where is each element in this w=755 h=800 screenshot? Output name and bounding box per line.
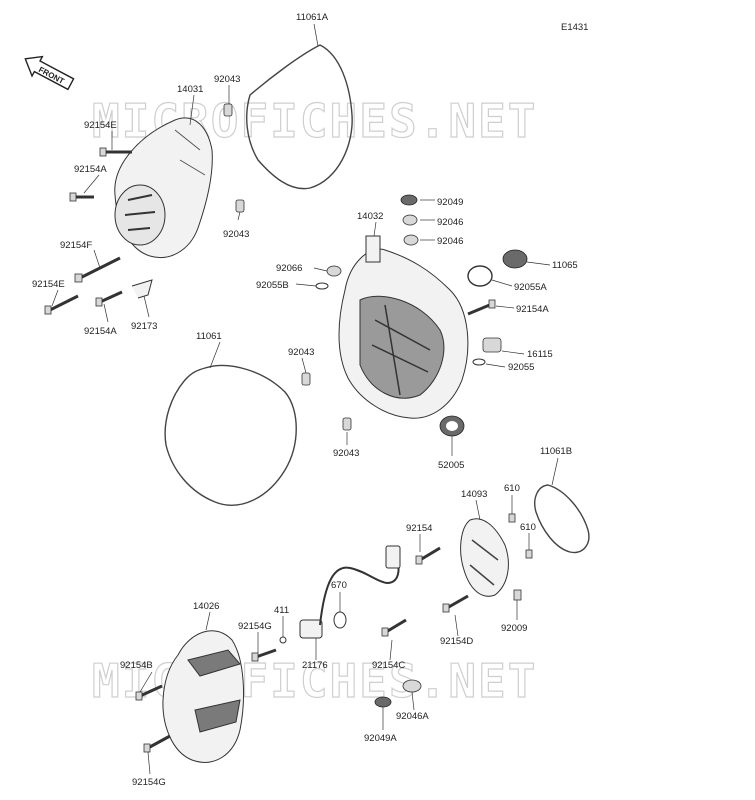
bolt-92154C [381,618,407,637]
bolt-92154A-low [95,290,123,307]
plug-92046-b [403,234,419,246]
cap-11065 [502,249,528,269]
pin-610-b [525,549,533,559]
label-92154A-right: 92154A [516,304,549,315]
label-92154C: 92154C [372,660,405,671]
cover-14032 [338,235,469,419]
label-670: 670 [331,580,347,591]
sensor-21176 [299,545,401,639]
label-11061: 11061 [196,331,222,342]
label-92009: 92009 [501,623,527,634]
plug-92049 [400,194,418,206]
label-92055B: 92055B [256,280,289,291]
pin-92043-b [235,199,245,213]
pin-610-a [508,513,516,523]
label-92154A-left: 92154A [74,164,107,175]
bolt-92154 [415,546,441,565]
seal-52005 [439,415,465,437]
label-92046-a: 92046 [437,217,463,228]
label-16115: 16115 [527,349,553,360]
label-92173: 92173 [131,321,157,332]
bolt-92154G-top [251,648,277,662]
label-92043-b: 92043 [223,229,249,240]
cover-14031 [114,117,213,258]
gasket-11061 [164,364,297,506]
plug-92046A [402,679,422,693]
label-411: 411 [274,605,289,616]
label-11065: 11065 [552,260,578,271]
label-14093: 14093 [461,489,487,500]
gasket-11061B [534,484,590,554]
label-92154B: 92154B [120,660,153,671]
gasket-11061A [246,44,353,190]
label-92154D: 92154D [440,636,473,647]
leader-lines [51,23,559,775]
label-92046-b: 92046 [437,236,463,247]
label-14026: 14026 [193,601,219,612]
label-11061B: 11061B [540,446,572,457]
label-11061A: 11061A [296,12,329,23]
guard-14026 [162,630,245,763]
pin-92043-a [223,103,233,117]
plug-16115 [482,337,502,353]
cover-14093 [460,518,509,597]
oring-92055A [467,265,493,287]
label-92043-d: 92043 [333,448,359,459]
pin-92043-c [301,372,311,386]
label-610-a: 610 [504,483,520,494]
plug-92046-a [402,214,418,226]
oring-670 [333,611,347,629]
label-92043-a: 92043 [214,74,240,85]
label-92154E-top: 92154E [84,120,117,131]
bolt-92154A-right [467,299,496,316]
label-14032: 14032 [357,211,383,222]
label-52005: 52005 [438,460,464,471]
plug-92049A [374,696,392,708]
label-92154E-bottom: 92154E [32,279,65,290]
bolt-92154A-left [69,192,94,202]
label-92154: 92154 [406,523,432,534]
bolt-92154B [135,684,163,701]
bolt-92154G-bottom [143,734,171,753]
label-92154A-low: 92154A [84,326,117,337]
label-21176: 21176 [302,660,328,671]
diagram-code: E1431 [561,22,588,33]
label-14031: 14031 [177,84,203,95]
label-92049: 92049 [437,197,463,208]
label-92043-c: 92043 [288,347,314,358]
label-610-b: 610 [520,522,536,533]
clamp-92173 [131,279,153,299]
bolt-92154D [442,594,469,613]
label-92154G-top: 92154G [238,621,272,632]
bolt-92009 [513,589,522,601]
bolt-92154E-top [99,147,132,157]
washer-411 [279,636,287,644]
label-92066: 92066 [276,263,302,274]
label-92154F: 92154F [60,240,92,251]
label-92049A: 92049A [364,733,397,744]
label-92055: 92055 [508,362,534,373]
oring-92055B [315,282,329,290]
front-arrow-icon: FRONT [24,55,75,91]
bolt-92154E-bottom [44,294,79,315]
label-92154G-bottom: 92154G [132,777,166,788]
cap-92066 [326,265,342,277]
label-92046A: 92046A [396,711,429,722]
oring-92055 [472,358,486,366]
label-92055A: 92055A [514,282,547,293]
pin-92043-d [342,417,352,431]
